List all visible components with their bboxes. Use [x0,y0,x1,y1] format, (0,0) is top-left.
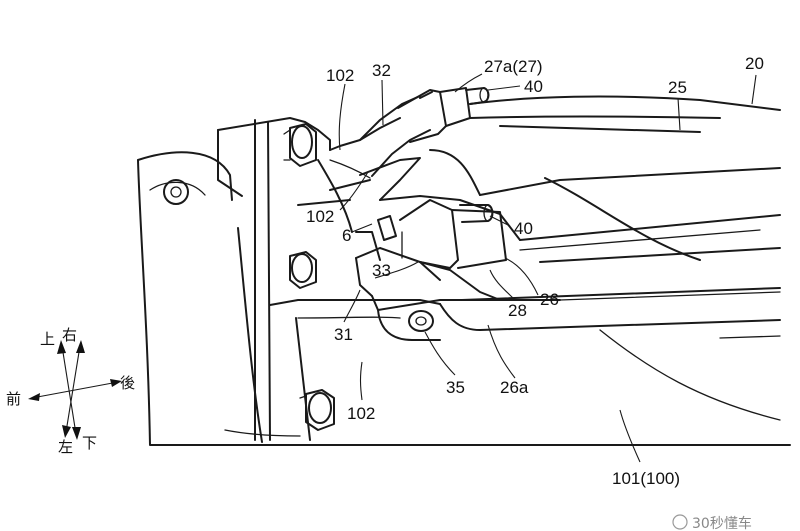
label-40-mid: 40 [514,219,533,238]
bracket-26 [355,195,521,301]
label-101-100: 101(100) [612,469,680,488]
lower-rail [559,291,781,421]
watermark-logo-icon [672,514,688,530]
bracket-32 [297,117,421,261]
label-102-mid: 102 [306,207,334,226]
bolt-middle [289,251,317,289]
compass-right-label: 右 [62,326,77,344]
label-32: 32 [372,61,391,80]
side-member-25 [429,95,781,263]
label-20: 20 [745,54,764,73]
direction-compass [28,340,122,440]
label-27a: 27a(27) [484,57,543,76]
label-35: 35 [446,378,465,397]
leader-lines [338,73,757,463]
compass-front-label: 前 [6,390,21,408]
label-26: 26 [540,290,559,309]
watermark-text: 30秒懂车 [692,515,752,531]
pipe-27 [359,87,490,177]
label-28: 28 [508,301,527,320]
label-102-bottom: 102 [347,404,375,423]
frame-member-101 [137,151,791,446]
compass-up-label: 上 [40,330,55,348]
compass-left-label: 左 [58,438,73,456]
bolt-lower [299,389,335,431]
label-31: 31 [334,325,353,344]
label-40-top: 40 [524,77,543,96]
label-102-top: 102 [326,66,354,85]
bracket-31 [371,287,781,341]
label-25: 25 [668,78,687,97]
compass-rear-label: 後 [120,374,135,392]
label-33: 33 [372,261,391,280]
plate-102 [217,117,441,441]
label-26a: 26a [500,378,529,397]
bolt-upper [283,123,317,167]
label-6: 6 [342,226,351,245]
watermark: 30秒懂车 [672,514,752,531]
compass-down-label: 下 [82,434,97,452]
